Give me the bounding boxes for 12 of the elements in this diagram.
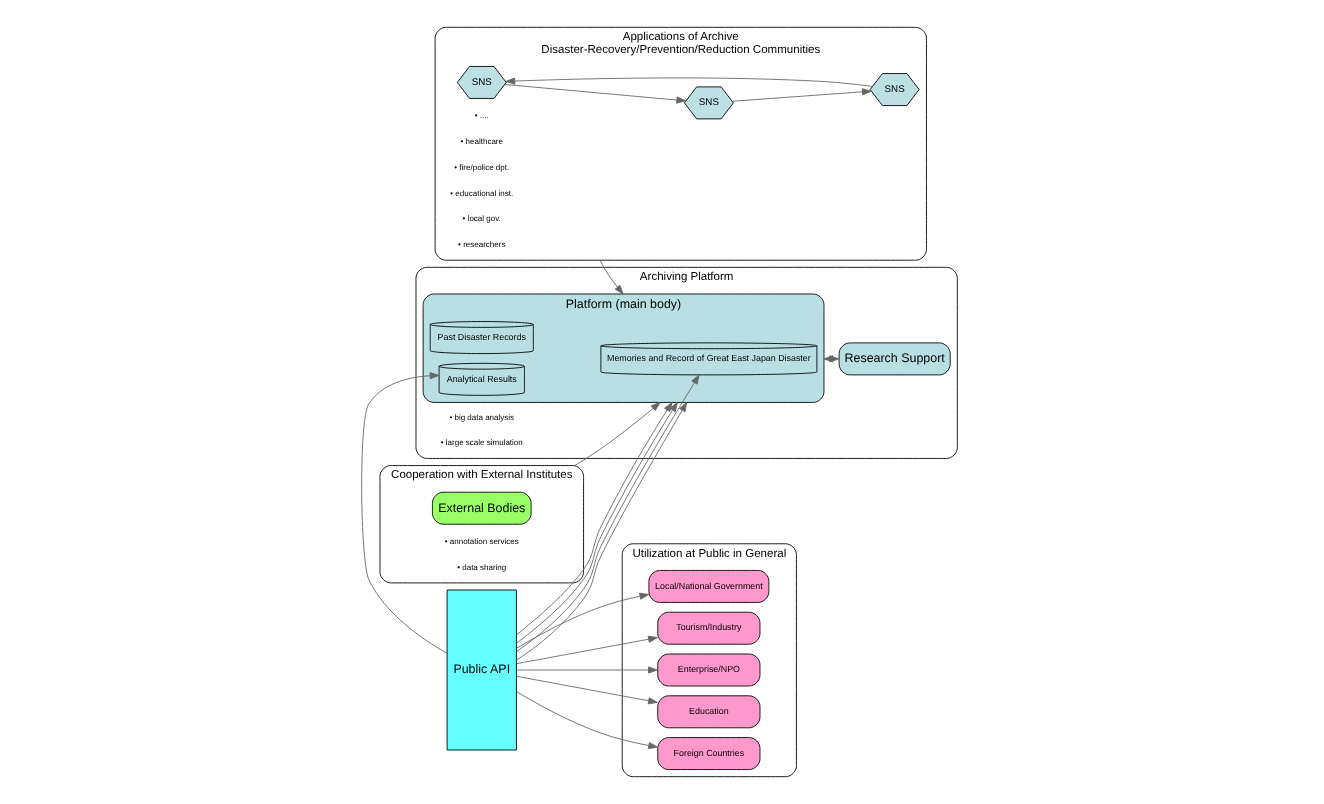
arrow: [515, 691, 658, 750]
arrow: [515, 374, 699, 653]
arrow: [504, 77, 872, 87]
arrow: [360, 372, 447, 654]
arrow: [573, 402, 660, 466]
arrow: [515, 666, 657, 674]
arrow: [730, 88, 871, 102]
arrow: [515, 592, 649, 649]
arrow: [515, 675, 657, 705]
arrow: [598, 259, 623, 295]
arrow: [503, 84, 686, 104]
arrow: [515, 635, 657, 665]
